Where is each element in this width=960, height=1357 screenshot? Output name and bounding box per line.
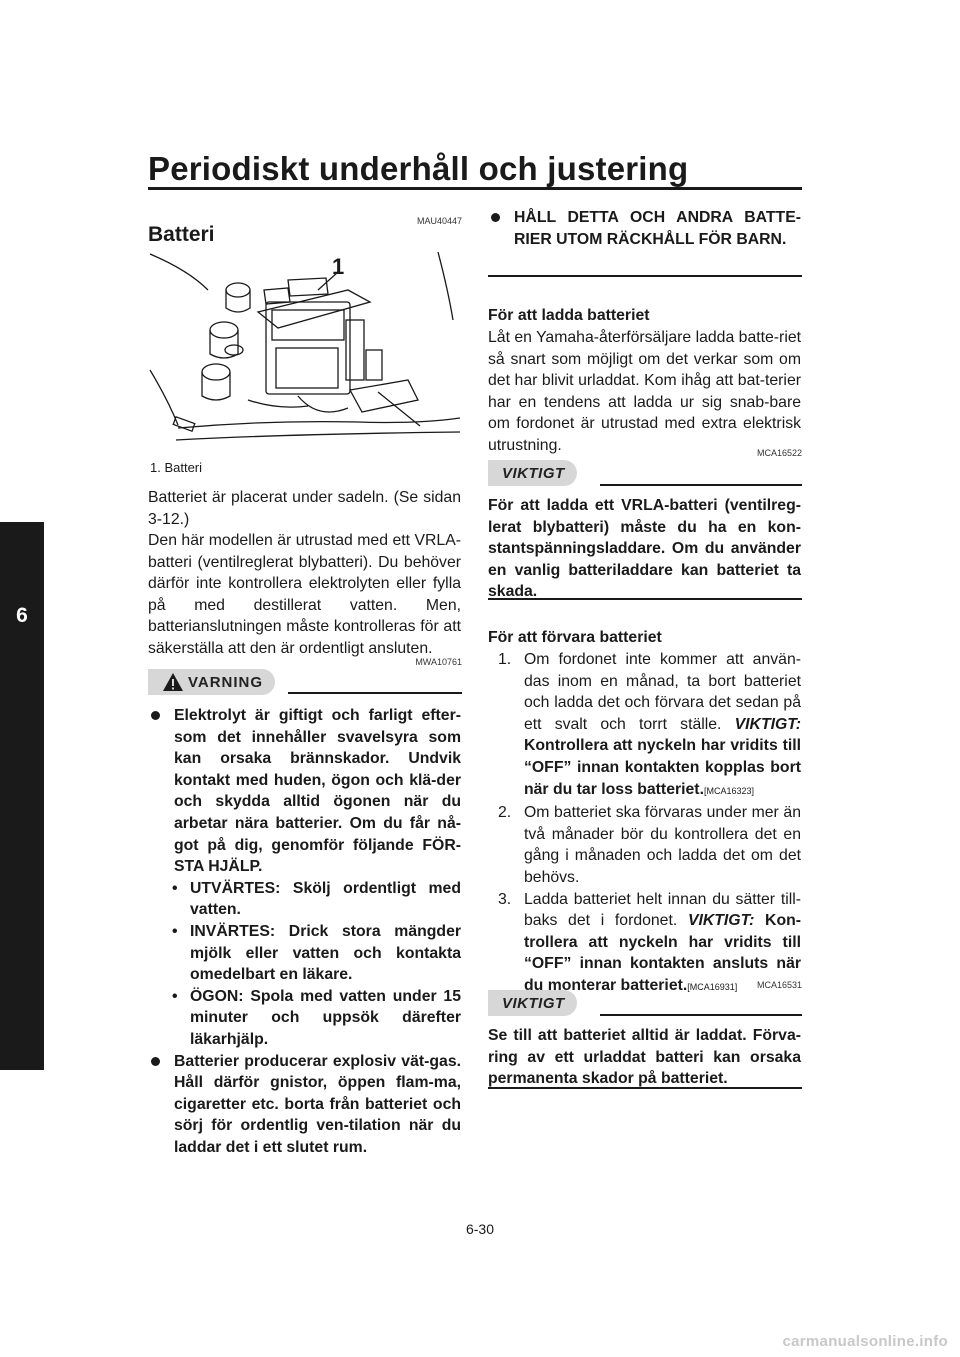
warning-content: Elektrolyt är giftigt och farligt efter-…: [148, 705, 461, 1158]
bullet-dot: [151, 711, 160, 720]
intro-paragraph-1: Batteriet är placerat under sadeln. (Se …: [148, 489, 461, 528]
storage-step: 1. Om fordonet inte kommer att använ-das…: [498, 651, 802, 798]
notice-code: MCA16522: [756, 448, 802, 458]
storage-steps: 1. Om fordonet inte kommer att använ-das…: [488, 649, 801, 999]
warning-badge: VARNING: [148, 669, 276, 695]
important-label: VIKTIGT:: [734, 715, 802, 733]
storage-step-important: Kon-trollera att nyckeln har vridits til…: [524, 912, 801, 994]
reference-code: [MCA16931]: [687, 981, 738, 992]
warning-rule: [288, 692, 462, 694]
notice-end-rule: [488, 598, 802, 600]
warning-end-rule: [488, 275, 802, 277]
first-aid-item: • UTVÄRTES: Skölj ordentligt med vatten.: [148, 878, 461, 921]
first-aid-eyes: ÖGON: Spola med vatten under 15 minuter …: [190, 987, 461, 1048]
first-aid-internal: INVÄRTES: Drick stora mängder mjölk elle…: [190, 922, 461, 984]
warning-bullet-text: HÅLL DETTA OCH ANDRA BATTE-RIER UTOM RÄC…: [514, 209, 801, 248]
notice-end-rule: [488, 1087, 802, 1089]
bullet-dot: [151, 1056, 160, 1066]
watermark: carmanualsonline.info: [782, 1333, 948, 1350]
important-label: VIKTIGT:: [687, 912, 755, 930]
storage-step-text: Om batteriet ska förvaras under mer än t…: [524, 804, 801, 886]
first-aid-item: • INVÄRTES: Drick stora mängder mjölk el…: [148, 921, 461, 986]
warning-bullet-text: Elektrolyt är giftigt och farligt efter-…: [174, 707, 461, 876]
notice-label: VIKTIGT: [502, 994, 565, 1012]
warning-bullet-text: Batterier producerar explosiv vät-gas. H…: [174, 1052, 461, 1156]
warning-code: MWA10761: [415, 657, 462, 667]
section-heading: Batteri: [148, 223, 215, 246]
reference-code: [MCA16323]: [703, 785, 754, 796]
notice-text: För att ladda ett VRLA-batteri (ventilre…: [488, 497, 801, 601]
page-title: Periodiskt underhåll och justering: [148, 150, 689, 187]
storage-step-text: Ladda batteriet helt innan du sätter til…: [524, 890, 801, 930]
intro-paragraph-2: Den här modellen är utrustad med ett VRL…: [148, 532, 461, 657]
title-rule: [148, 187, 802, 190]
warning-bullet: HÅLL DETTA OCH ANDRA BATTE-RIER UTOM RÄC…: [488, 207, 801, 250]
notice-text: Se till att batteriet alltid är laddat. …: [488, 1027, 801, 1088]
warning-bullet: Elektrolyt är giftigt och farligt efter-…: [148, 705, 461, 878]
section-code: MAU40447: [416, 216, 462, 226]
page-number: 6-30: [465, 1221, 495, 1237]
charging-heading: För att ladda batteriet: [488, 307, 650, 324]
figure-caption: 1. Batteri: [150, 460, 203, 475]
storage-step: 2. Om batteriet ska förvaras under mer ä…: [488, 802, 801, 888]
notice-rule: [600, 1014, 802, 1016]
warning-continued: HÅLL DETTA OCH ANDRA BATTE-RIER UTOM RÄC…: [488, 207, 801, 250]
storage-step-important: Kontrollera att nyckeln har vridits till…: [524, 737, 801, 798]
chapter-tab: [0, 522, 44, 1070]
notice-code: MCA16531: [756, 980, 802, 990]
bullet-dot: [491, 213, 500, 222]
notice-badge: VIKTIGT: [488, 990, 577, 1016]
figure-callout: 1: [332, 254, 344, 279]
warning-bullet: Batterier producerar explosiv vät-gas. H…: [148, 1051, 461, 1159]
storage-heading: För att förvara batteriet: [488, 629, 662, 646]
battery-illustration: 1: [149, 251, 461, 441]
chapter-number: 6: [16, 604, 28, 627]
first-aid-external: UTVÄRTES: Skölj ordentligt med vatten.: [190, 879, 461, 919]
warning-label: VARNING: [188, 673, 264, 691]
charging-paragraph: Låt en Yamaha-återförsäljare ladda batte…: [488, 329, 801, 454]
notice-badge: VIKTIGT: [488, 460, 577, 486]
notice-label: VIKTIGT: [502, 464, 565, 482]
storage-step: 3. Ladda batteriet helt innan du sätter …: [498, 890, 801, 994]
storage-step-text: Om fordonet inte kommer att använ-das in…: [524, 651, 801, 733]
notice-rule: [600, 484, 802, 486]
first-aid-item: • ÖGON: Spola med vatten under 15 minute…: [148, 986, 461, 1051]
warning-triangle-icon: [163, 673, 183, 691]
